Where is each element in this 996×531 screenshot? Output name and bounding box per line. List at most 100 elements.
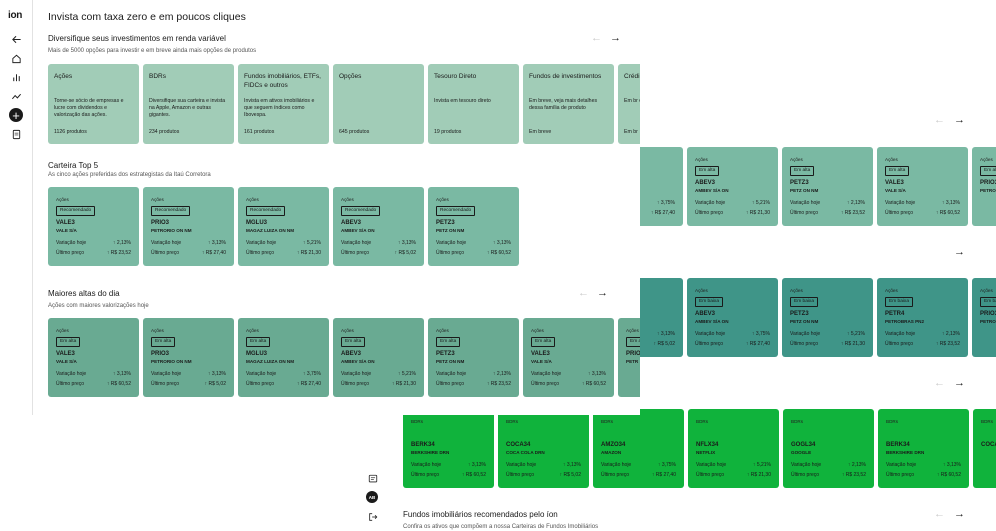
- bar-chart-icon[interactable]: [10, 71, 23, 84]
- logout-icon[interactable]: [367, 511, 378, 522]
- variation-label: Variação hoje: [151, 240, 182, 246]
- up-arrow-icon: ↑: [397, 240, 402, 246]
- asset-category: Ações: [980, 288, 993, 293]
- home-icon[interactable]: [10, 52, 23, 65]
- add-plus-icon[interactable]: +: [9, 108, 23, 122]
- products-prev-arrow[interactable]: ←: [591, 32, 602, 44]
- stock-name: MAGAZ LUIZA ON NM: [246, 228, 295, 233]
- variation-percent: 5,21%: [401, 371, 416, 377]
- variation-label: Variação hoje: [411, 462, 442, 468]
- variation-label: Variação hoje: [151, 371, 182, 377]
- variation-percent: 3,13%: [496, 240, 511, 246]
- price-amount: R$ 21,30: [749, 210, 770, 216]
- status-badge: Em baixa: [790, 297, 818, 307]
- asset-category: Ações: [790, 157, 803, 162]
- stock-ticker: PRIO3: [980, 311, 996, 317]
- stock-name: AMBEV S/A ON: [341, 228, 375, 233]
- back-arrow-icon[interactable]: [10, 33, 23, 46]
- stock-name: VALE S/A: [56, 228, 77, 233]
- document-icon[interactable]: [10, 128, 23, 141]
- rp-altas-prev-arrow[interactable]: ←: [934, 114, 945, 126]
- product-card-title: Opções: [339, 73, 362, 80]
- avatar[interactable]: AB: [366, 491, 378, 503]
- price-amount: R$ 27,40: [300, 381, 321, 387]
- price-value: ↑ R$ 21,30: [747, 472, 771, 478]
- price-label: Último preço: [341, 381, 370, 387]
- up-arrow-icon: ↑: [467, 462, 472, 468]
- rp-altas-next-arrow[interactable]: →: [954, 114, 965, 126]
- stock-name: PETROBRAS PN2: [885, 319, 925, 324]
- variation-label: Variação hoje: [56, 240, 87, 246]
- products-next-arrow[interactable]: →: [610, 32, 621, 44]
- price-value: ↑ R$ 27,40: [202, 250, 226, 256]
- stock-ticker: MGLU3: [246, 351, 267, 357]
- variation-label: Variação hoje: [601, 462, 632, 468]
- status-badge: Em alta: [436, 337, 461, 347]
- product-card-count: Em breve: [529, 129, 552, 135]
- stock-name: VALE S/A: [531, 359, 552, 364]
- altas-next-arrow[interactable]: →: [597, 287, 608, 299]
- product-card[interactable]: Opções 645 produtos: [333, 64, 424, 144]
- fii-prev-arrow[interactable]: ←: [934, 508, 945, 520]
- product-card[interactable]: Fundos imobiliários, ETFs, FIDCs e outro…: [238, 64, 329, 144]
- up-arrow-icon: ↑: [745, 341, 750, 347]
- product-card-description: Em breve, veja mais detalhes dessa famíl…: [529, 98, 598, 111]
- stock-ticker: ABEV3: [695, 311, 716, 317]
- altas-prev-arrow[interactable]: ←: [578, 287, 589, 299]
- fii-next-arrow[interactable]: →: [954, 508, 965, 520]
- stock-name: BERKSHIRE DRN: [886, 450, 925, 455]
- variation-label: Variação hoje: [341, 371, 372, 377]
- price-value: ↑ R$ 5,02: [395, 250, 416, 256]
- chat-icon[interactable]: [367, 473, 378, 484]
- asset-category: Ações: [56, 328, 69, 333]
- variation-label: Variação hoje: [436, 240, 467, 246]
- stock-name: VALE S/A: [56, 359, 77, 364]
- product-card-count: 645 produtos: [339, 129, 370, 135]
- up-arrow-icon: ↑: [106, 250, 111, 256]
- price-value: ↑ R$ 23,52: [842, 472, 866, 478]
- price-label: Último preço: [695, 341, 724, 347]
- rp-baixas-next-arrow[interactable]: →: [954, 246, 965, 258]
- up-arrow-icon: ↑: [745, 210, 750, 216]
- status-badge: Recomendado: [56, 206, 96, 216]
- rp-bdr-next-arrow[interactable]: →: [954, 377, 965, 389]
- rp-bdr-prev-arrow[interactable]: ←: [934, 377, 945, 389]
- status-badge: Em baixa: [980, 297, 996, 307]
- trend-line-icon[interactable]: [10, 90, 23, 103]
- asset-category: BDRs: [886, 419, 898, 424]
- price-amount: R$ 60,52: [939, 210, 960, 216]
